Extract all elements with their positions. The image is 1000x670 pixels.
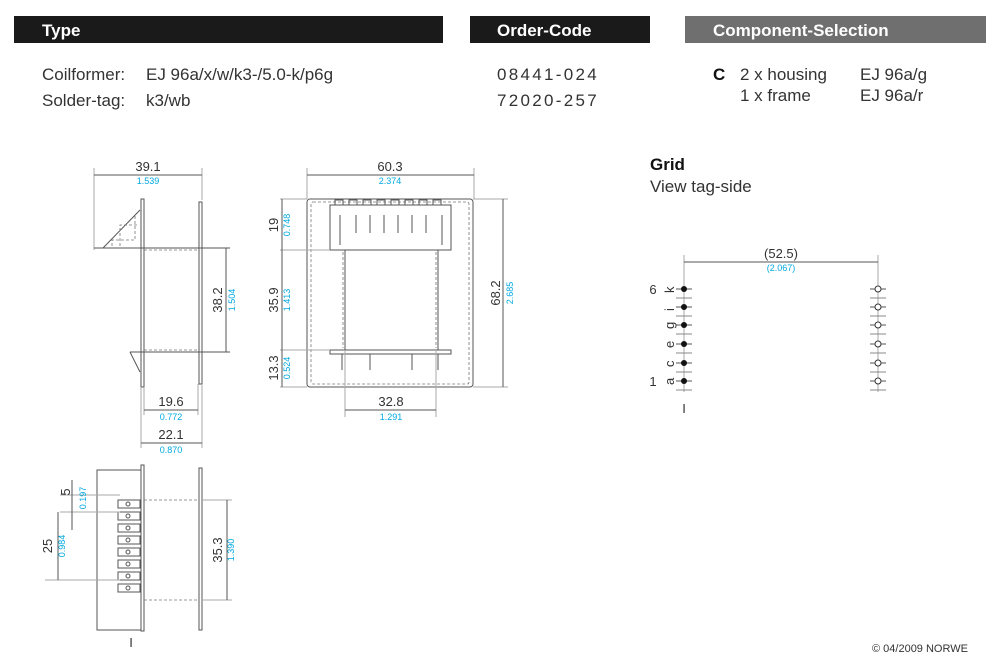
component-letter: C bbox=[713, 65, 726, 84]
side-height-in: 1.504 bbox=[227, 289, 237, 312]
pin-filled-icon bbox=[681, 322, 687, 328]
side-width-mm: 39.1 bbox=[135, 159, 160, 174]
pin-number-first: 1 bbox=[649, 374, 656, 389]
coilformer-order-code: 08441-024 bbox=[497, 65, 599, 84]
component-qty: 1 x frame bbox=[740, 86, 811, 105]
solder-tag bbox=[117, 571, 141, 581]
solder-tag bbox=[117, 523, 141, 533]
grid-width-in: (2.067) bbox=[767, 263, 796, 273]
front-core-in: 1.413 bbox=[282, 289, 292, 312]
side-inner-mm: 19.6 bbox=[158, 394, 183, 409]
soldertag-value: k3/wb bbox=[146, 91, 191, 110]
side-view-drawing: 39.1 1.539 38.2 1.504 19.6 0.772 22.1 0.… bbox=[93, 159, 237, 455]
front-core-mm: 35.9 bbox=[266, 287, 281, 312]
pin-open-icon bbox=[874, 321, 882, 329]
pin-grid-drawing: (52.5) (2.067) 6 1 k i g e c a I bbox=[649, 246, 886, 416]
bottom-pitch-mm: 5 bbox=[58, 488, 73, 495]
front-base-in: 0.524 bbox=[282, 357, 292, 380]
side-outer-in: 0.870 bbox=[160, 445, 183, 455]
pin-letter: g bbox=[662, 322, 677, 329]
front-width-in: 2.374 bbox=[379, 176, 402, 186]
bottom-span-mm: 25 bbox=[40, 539, 55, 553]
front-base-mm: 13.3 bbox=[266, 355, 281, 380]
order-code-header: Order-Code bbox=[470, 16, 650, 43]
tag-hole-icon bbox=[125, 573, 131, 579]
pin-letter: c bbox=[662, 360, 677, 367]
pin-open-icon bbox=[874, 377, 882, 385]
grid-title: Grid bbox=[650, 155, 685, 174]
tag-hole-icon bbox=[125, 537, 131, 543]
pin-letter: a bbox=[662, 377, 677, 385]
pin-letter: k bbox=[662, 286, 677, 293]
front-tag-mm: 19 bbox=[266, 218, 281, 232]
component-part: EJ 96a/r bbox=[860, 86, 924, 105]
type-header: Type bbox=[14, 16, 443, 43]
solder-tag bbox=[117, 535, 141, 545]
pin-open-icon bbox=[874, 285, 882, 293]
soldertag-label: Solder-tag: bbox=[42, 91, 126, 110]
tag-hole-icon bbox=[125, 513, 131, 519]
tag-hole-icon bbox=[125, 549, 131, 555]
side-height-mm: 38.2 bbox=[210, 287, 225, 312]
coilformer-value: EJ 96a/x/w/k3-/5.0-k/p6g bbox=[146, 65, 334, 84]
front-height-in: 2.685 bbox=[505, 282, 515, 305]
bottom-marker: I bbox=[129, 635, 133, 650]
side-width-in: 1.539 bbox=[137, 176, 160, 186]
tag-hole-icon bbox=[125, 561, 131, 567]
bottom-span-in: 0.984 bbox=[57, 535, 67, 558]
coilformer-label: Coilformer: bbox=[42, 65, 126, 84]
solder-tag bbox=[117, 559, 141, 569]
tag-hole-icon bbox=[125, 501, 131, 507]
copyright: © 04/2009 NORWE bbox=[872, 643, 968, 655]
component-qty: 2 x housing bbox=[740, 65, 827, 84]
tag-hole-icon bbox=[125, 525, 131, 531]
component-part: EJ 96a/g bbox=[860, 65, 928, 84]
front-width-mm: 60.3 bbox=[377, 159, 402, 174]
pin-filled-icon bbox=[681, 286, 687, 292]
solder-tag bbox=[117, 583, 141, 593]
pin-letter: i bbox=[662, 308, 677, 311]
bottom-pitch-in: 0.197 bbox=[78, 487, 88, 510]
front-height-mm: 68.2 bbox=[488, 280, 503, 305]
pin-open-icon bbox=[874, 303, 882, 311]
solder-tag bbox=[117, 499, 141, 509]
soldertag-order-code: 72020-257 bbox=[497, 91, 599, 110]
solder-tag bbox=[117, 511, 141, 521]
grid-marker: I bbox=[682, 401, 686, 416]
side-inner-in: 0.772 bbox=[160, 412, 183, 422]
front-core-width-in: 1.291 bbox=[380, 412, 403, 422]
side-outer-mm: 22.1 bbox=[158, 427, 183, 442]
bottom-view-drawing: 5 0.197 25 0.984 35.3 1.390 I bbox=[40, 464, 236, 650]
front-view-drawing: 60.3 2.374 19 0.748 35.9 1.413 13.3 0.52… bbox=[266, 159, 515, 422]
grid-width-mm: (52.5) bbox=[764, 246, 798, 261]
solder-tag bbox=[117, 547, 141, 557]
pin-open-icon bbox=[874, 359, 882, 367]
component-selection-header: Component-Selection bbox=[685, 16, 986, 43]
pin-letter: e bbox=[662, 341, 677, 348]
pin-number-last: 6 bbox=[649, 282, 656, 297]
pin-open-icon bbox=[874, 340, 882, 348]
pin-filled-icon bbox=[681, 304, 687, 310]
bottom-height-mm: 35.3 bbox=[210, 537, 225, 562]
pin-filled-icon bbox=[681, 341, 687, 347]
pin-filled-icon bbox=[681, 378, 687, 384]
front-tag-in: 0.748 bbox=[282, 214, 292, 237]
tag-hole-icon bbox=[125, 585, 131, 591]
front-core-width-mm: 32.8 bbox=[378, 394, 403, 409]
pin-filled-icon bbox=[681, 360, 687, 366]
bottom-height-in: 1.390 bbox=[226, 539, 236, 562]
grid-subtitle: View tag-side bbox=[650, 177, 752, 196]
